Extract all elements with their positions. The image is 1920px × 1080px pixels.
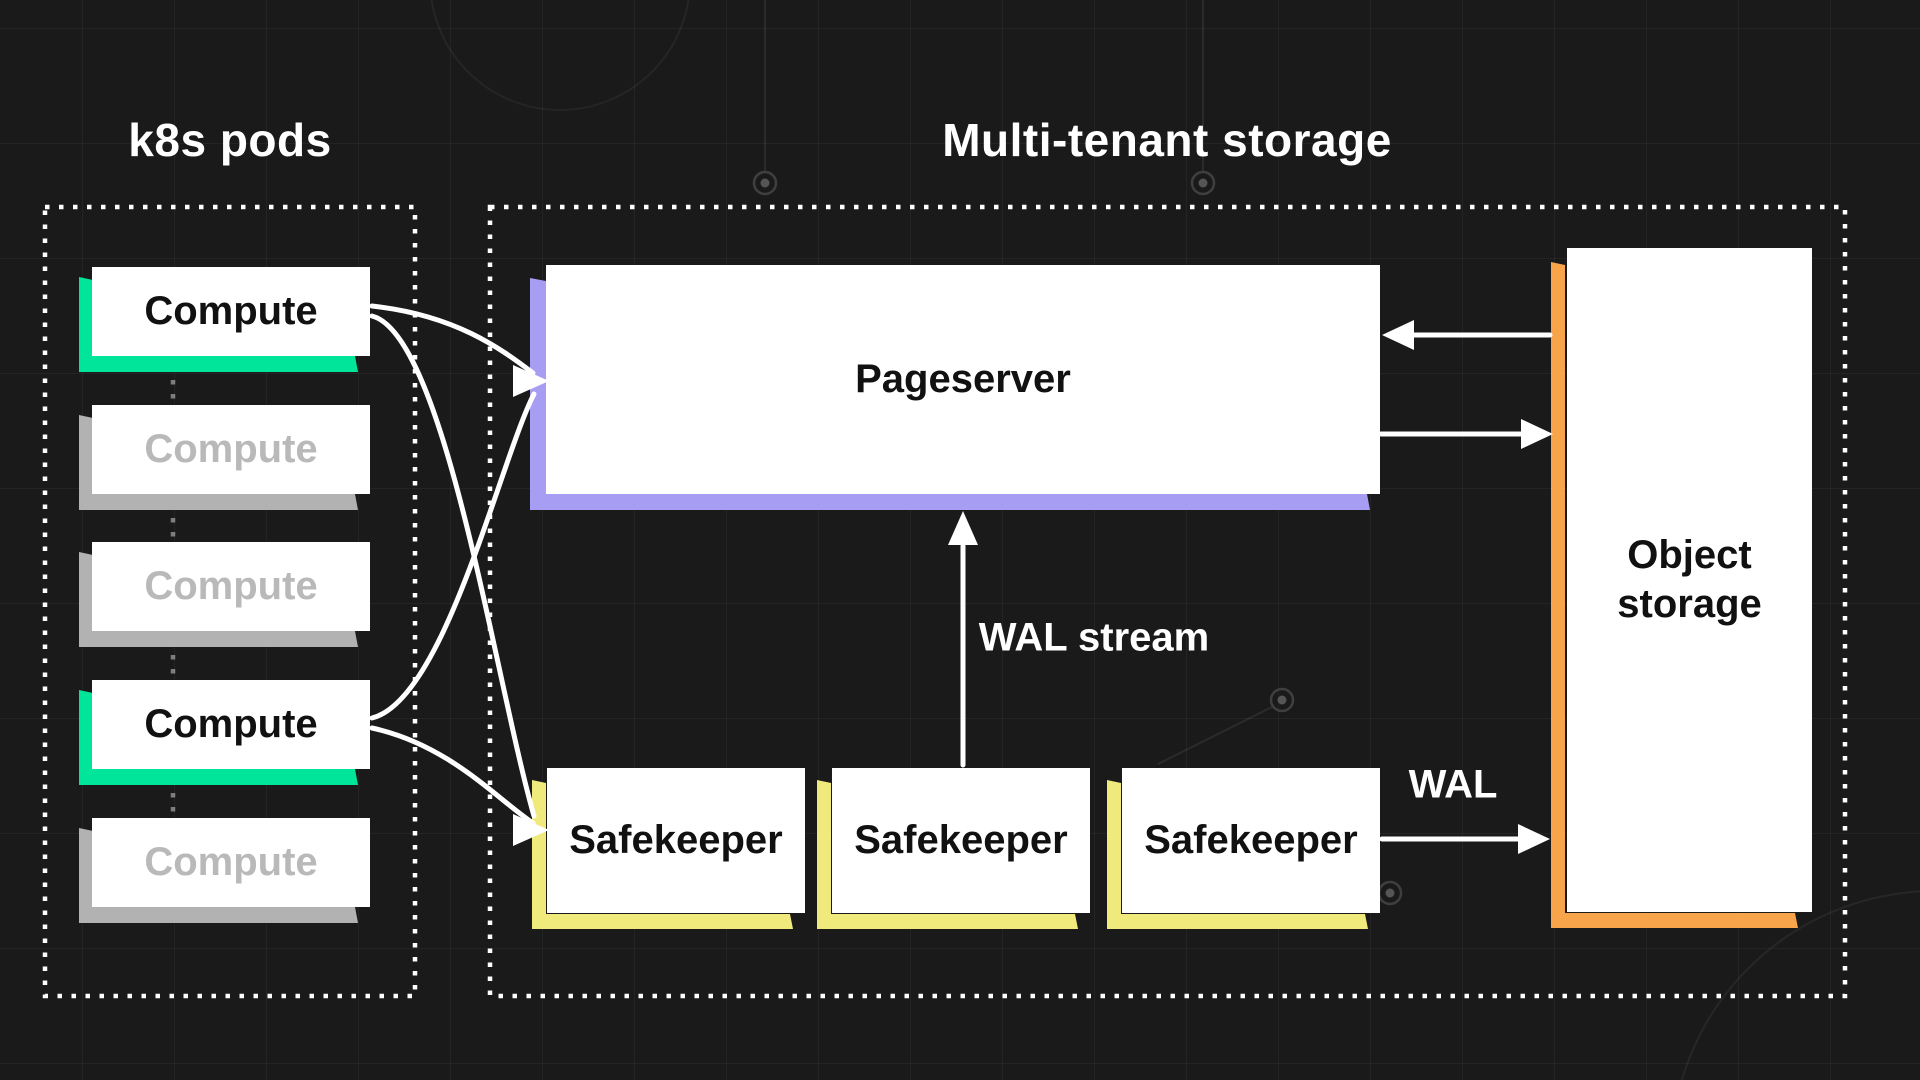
safekeeper-label: Safekeeper <box>1144 818 1358 862</box>
compute-node-3: Compute <box>92 542 370 631</box>
wal-label: WAL <box>1408 762 1498 807</box>
compute-accent-shadow <box>79 828 358 923</box>
compute-accent-shadow <box>79 552 358 647</box>
safekeeper-label: Safekeeper <box>854 818 1068 862</box>
decor-ring <box>1269 687 1295 713</box>
arrowheads <box>513 320 1553 854</box>
arrow-compute1-safekeeper <box>369 313 537 819</box>
compute-node-2: Compute <box>92 405 370 494</box>
storage-group-border <box>487 204 1848 999</box>
pageserver-node: Pageserver <box>546 265 1380 494</box>
safekeeper-node-1: Safekeeper <box>547 768 805 913</box>
compute-accent-shadow <box>79 690 358 785</box>
object-storage-accent-shadow <box>1551 262 1798 928</box>
compute-label: Compute <box>144 427 318 471</box>
multi-tenant-storage-title: Multi-tenant storage <box>942 114 1392 166</box>
compute-label: Compute <box>144 289 318 333</box>
safekeeper-accent-shadow <box>817 780 1078 929</box>
compute-accent-shadow <box>79 277 358 372</box>
compute-accent-shadow <box>79 415 358 510</box>
safekeeper-node-3: Safekeeper <box>1122 768 1380 913</box>
wal-stream-label: WAL stream <box>978 615 1210 660</box>
decor-line <box>1157 706 1273 765</box>
compute-node-4: Compute <box>92 680 370 769</box>
compute-label: Compute <box>144 702 318 746</box>
safekeeper-label: Safekeeper <box>569 818 783 862</box>
pageserver-accent-shadow <box>530 278 1370 510</box>
pageserver-label: Pageserver <box>855 357 1071 401</box>
object-storage-node: Object storage <box>1567 248 1812 912</box>
compute-node-5: Compute <box>92 818 370 907</box>
compute-label: Compute <box>144 564 318 608</box>
decor-ring <box>752 170 778 196</box>
decor-ring <box>1190 170 1216 196</box>
compute-node-1: Compute <box>92 267 370 356</box>
arrow-compute4-pageserver <box>369 391 537 721</box>
object-storage-label: Object storage <box>1617 533 1762 626</box>
arrow-compute1-pageserver <box>369 303 536 376</box>
k8s-pods-title: k8s pods <box>128 114 332 166</box>
decor-arc-top <box>430 0 690 111</box>
k8s-pods-group-border <box>42 204 418 999</box>
arrow-compute4-safekeeper <box>369 725 536 826</box>
safekeeper-node-2: Safekeeper <box>832 768 1090 913</box>
safekeeper-accent-shadow <box>1107 780 1368 929</box>
compute-label: Compute <box>144 840 318 884</box>
